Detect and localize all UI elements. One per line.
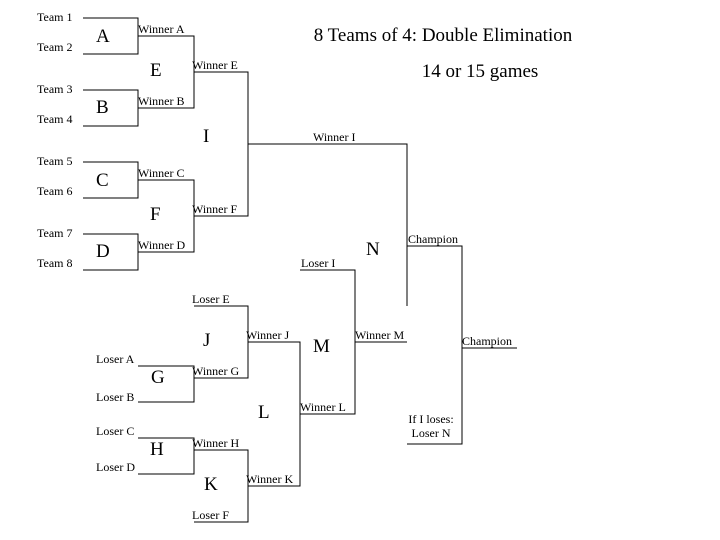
winner-label: Winner L xyxy=(300,400,346,414)
team-label: Team 2 xyxy=(37,40,72,54)
winner-label: Winner C xyxy=(138,166,185,180)
winner-label: Winner G xyxy=(192,364,240,378)
game-l-bracket xyxy=(248,341,301,487)
winner-label: Winner M xyxy=(355,328,405,342)
loser-label: Loser E xyxy=(192,292,230,306)
loser-labels: Loser A Loser B Loser C Loser D Loser E … xyxy=(96,256,335,522)
bracket-lines xyxy=(83,17,517,523)
team-labels: Team 1 Team 2 Team 3 Team 4 Team 5 Team … xyxy=(37,10,72,270)
game-letter-a: A xyxy=(96,26,110,47)
loser-label: Loser A xyxy=(96,352,135,366)
final-bracket xyxy=(407,245,463,445)
winner-label: Winner E xyxy=(192,58,238,72)
game-letter-f: F xyxy=(150,204,161,225)
game-letter-l: L xyxy=(258,402,270,423)
champion-label: Champion xyxy=(462,334,512,348)
diagram-title: 8 Teams of 4: Double Elimination xyxy=(314,25,573,46)
game-letters: A B C D E F G H I J K L M N xyxy=(96,26,380,495)
champion-label: Champion xyxy=(408,232,458,246)
team-label: Team 7 xyxy=(37,226,72,240)
team-label: Team 3 xyxy=(37,82,72,96)
team-label: Team 5 xyxy=(37,154,72,168)
game-letter-g: G xyxy=(151,367,165,388)
loser-label: Loser D xyxy=(96,460,135,474)
if-note-line: Loser N xyxy=(412,426,451,440)
game-d-bracket xyxy=(83,233,139,271)
winner-labels: Winner A Winner B Winner C Winner D Winn… xyxy=(138,22,405,486)
game-h-bracket xyxy=(138,437,195,475)
team-label: Team 4 xyxy=(37,112,72,126)
winner-label: Winner F xyxy=(192,202,238,216)
game-letter-n: N xyxy=(366,239,380,260)
game-b-bracket xyxy=(83,89,139,127)
game-letter-i: I xyxy=(203,126,209,147)
winner-label: Winner K xyxy=(246,472,294,486)
game-m-bracket xyxy=(300,341,407,415)
loser-i-line xyxy=(300,269,356,342)
loser-label: Loser C xyxy=(96,424,134,438)
game-letter-h: H xyxy=(150,439,164,460)
game-letter-c: C xyxy=(96,170,109,191)
game-letter-b: B xyxy=(96,97,109,118)
team-label: Team 1 xyxy=(37,10,72,24)
game-letter-j: J xyxy=(203,330,210,351)
winner-label: Winner D xyxy=(138,238,186,252)
game-c-bracket xyxy=(83,161,139,199)
winner-label: Winner H xyxy=(192,436,240,450)
team-label: Team 6 xyxy=(37,184,72,198)
winner-label: Winner I xyxy=(313,130,356,144)
winner-label: Winner A xyxy=(138,22,185,36)
loser-label: Loser F xyxy=(192,508,229,522)
winner-label: Winner J xyxy=(246,328,290,342)
game-g-bracket xyxy=(138,365,195,403)
game-letter-e: E xyxy=(150,60,162,81)
loser-label: Loser I xyxy=(301,256,335,270)
game-a-bracket xyxy=(83,17,139,55)
if-note-line: If I loses: xyxy=(408,412,453,426)
loser-label: Loser B xyxy=(96,390,134,404)
team-label: Team 8 xyxy=(37,256,72,270)
game-letter-k: K xyxy=(204,474,218,495)
game-letter-d: D xyxy=(96,241,110,262)
game-letter-m: M xyxy=(313,336,330,357)
winner-i-line xyxy=(248,143,408,306)
diagram-subtitle: 14 or 15 games xyxy=(422,61,539,82)
winner-label: Winner B xyxy=(138,94,185,108)
